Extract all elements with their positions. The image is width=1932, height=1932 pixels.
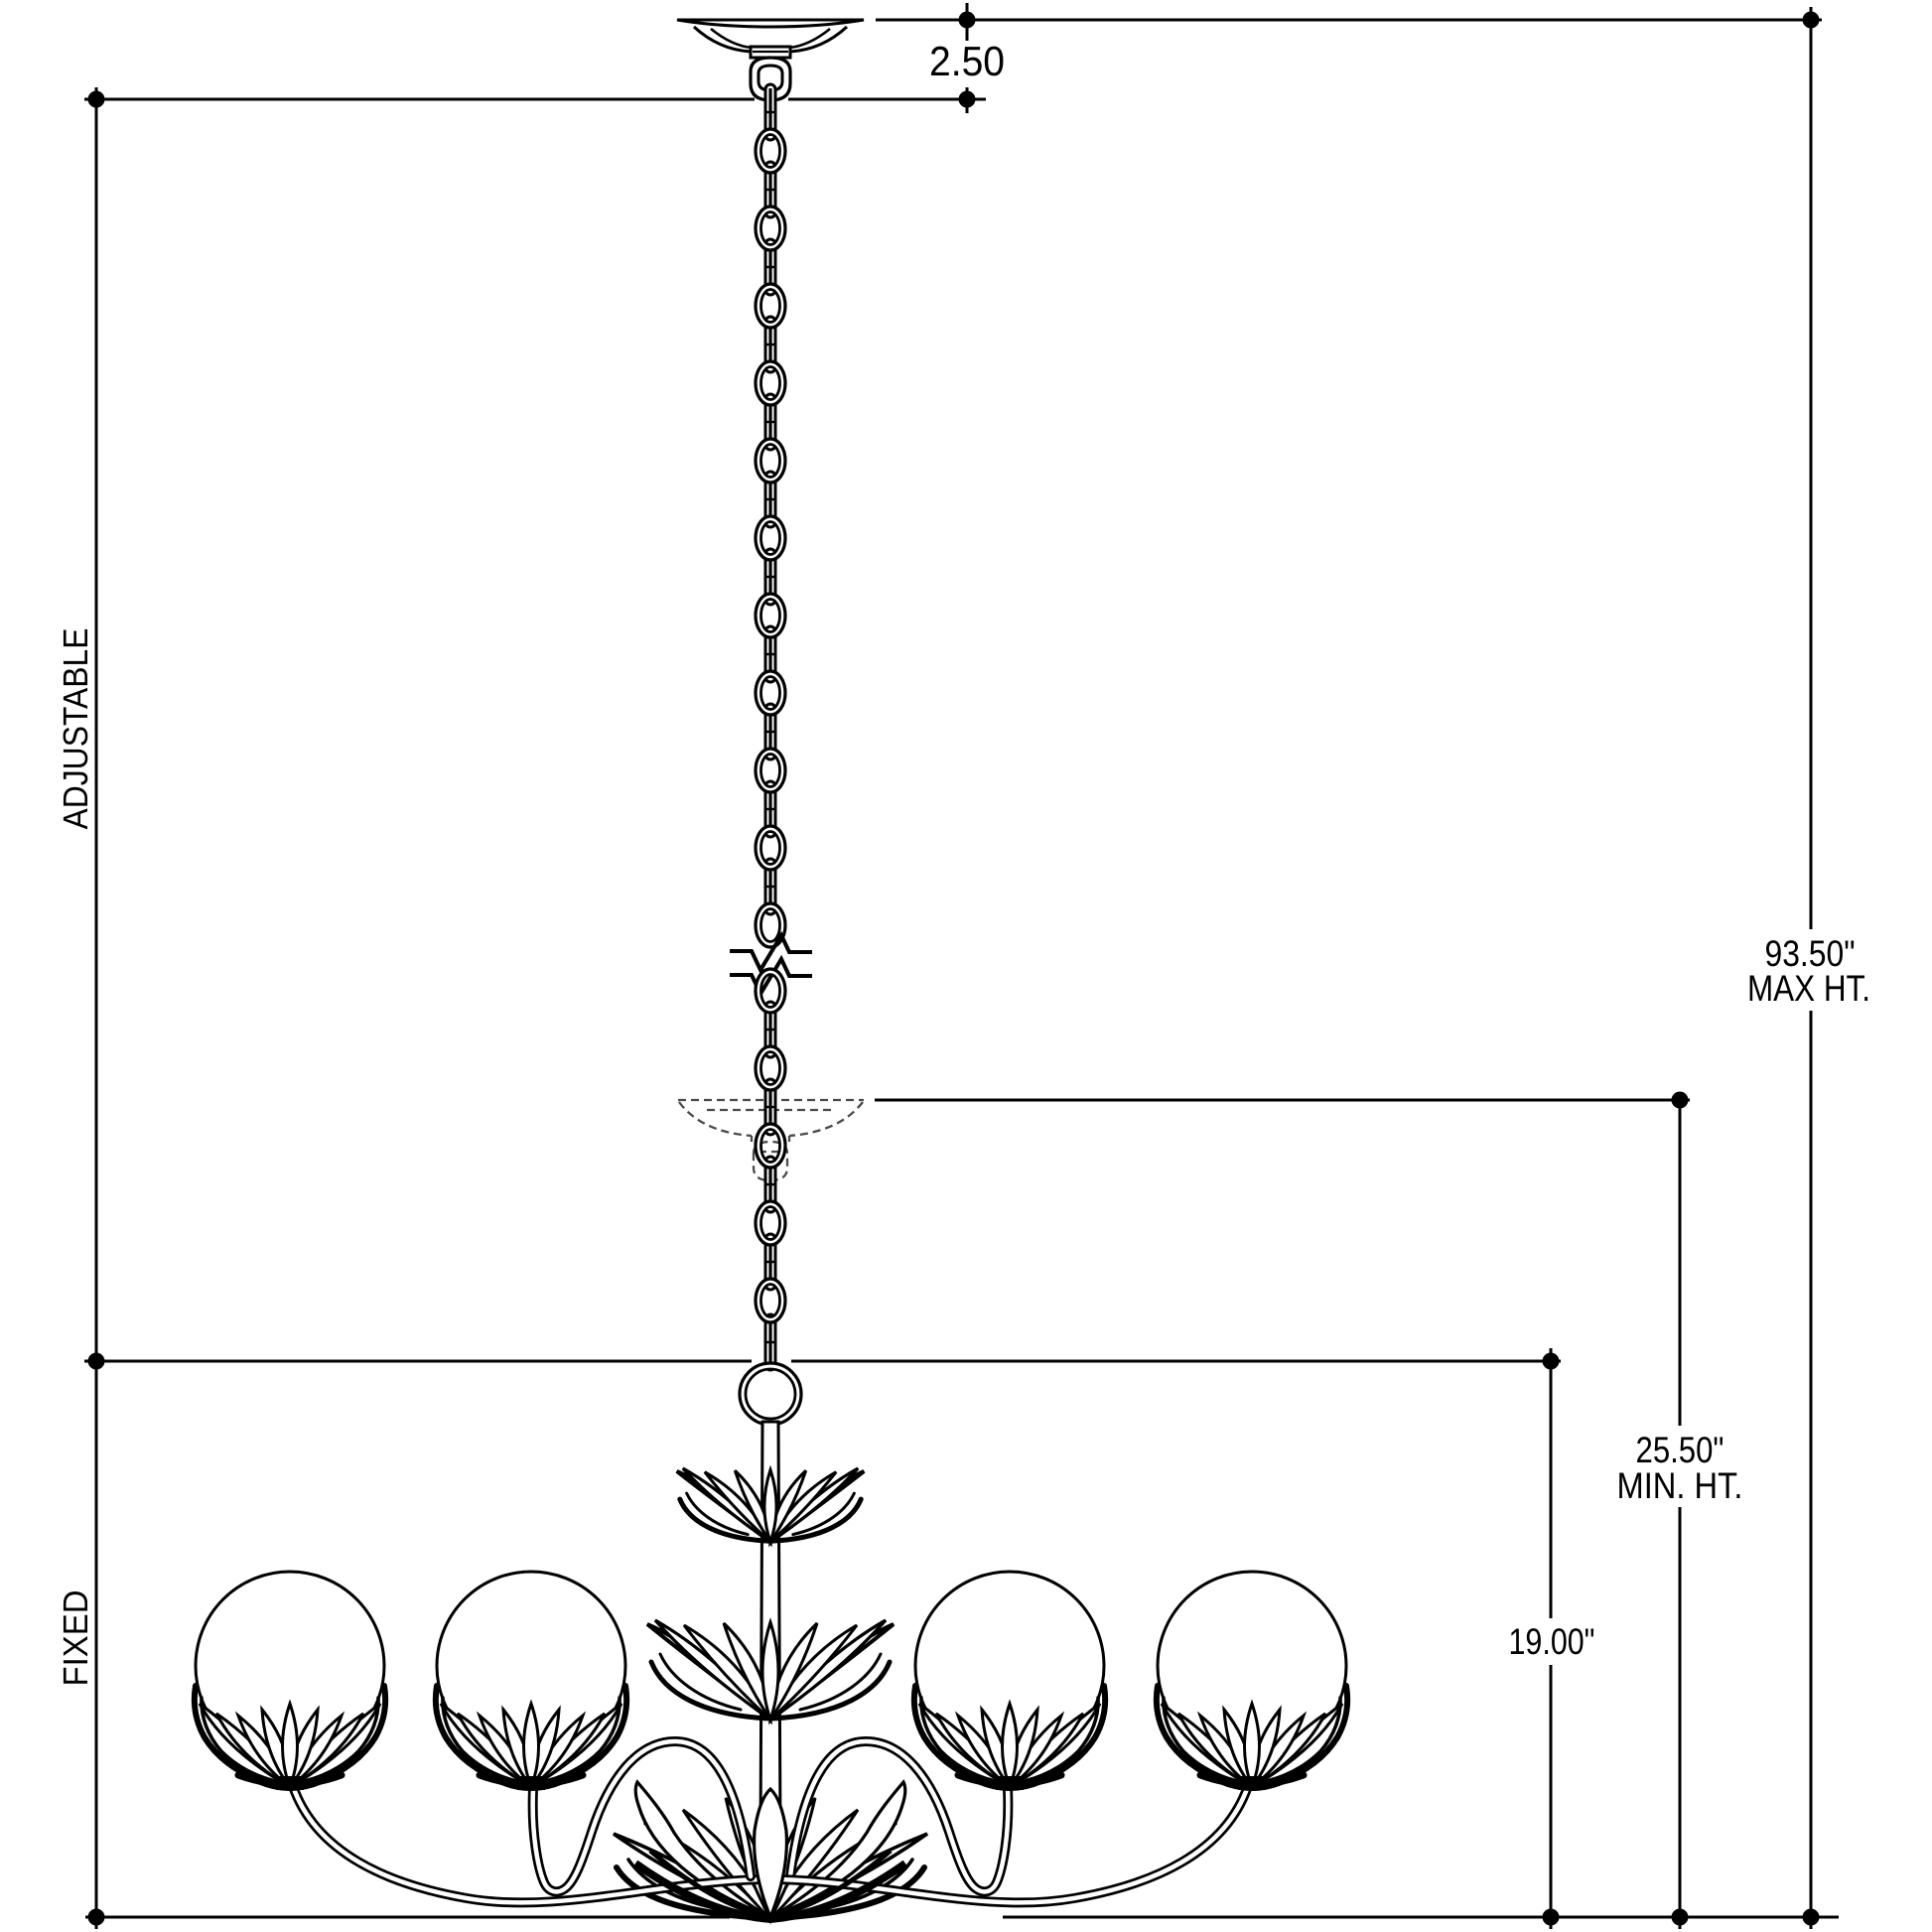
dimension-dot: [1542, 1352, 1560, 1370]
dimension-dot: [1802, 1908, 1820, 1926]
dimension-dot: [958, 11, 976, 29]
cup-flower: [914, 1686, 1105, 1788]
bottom-flower-front: [632, 1786, 908, 1924]
chain-lower: [754, 967, 787, 1372]
dimension-dot: [1542, 1908, 1560, 1926]
chain-link-oval: [754, 901, 787, 949]
chain-link-oval: [754, 669, 787, 717]
chain-link-oval: [754, 437, 787, 484]
fixed-label: FIXED: [57, 1590, 95, 1687]
chain-link-oval: [754, 747, 787, 794]
dimension-dot: [87, 1908, 105, 1926]
chain-link-oval: [754, 1199, 787, 1247]
cup-flower: [195, 1686, 385, 1788]
canopy-bowl-inner-left: [710, 27, 753, 50]
chain-link-oval: [754, 824, 787, 872]
cup-3: [914, 1686, 1105, 1790]
cup-flower: [1157, 1686, 1347, 1788]
ghost-collar: [750, 1136, 791, 1142]
chain-link-oval: [754, 127, 787, 175]
cup-base: [517, 1776, 545, 1790]
chandelier: [195, 1361, 1347, 1924]
dimension-dots: [87, 11, 1820, 1926]
cup-base: [276, 1776, 304, 1790]
dimension-dot: [1671, 1091, 1689, 1109]
cup-flower: [436, 1686, 626, 1788]
hanging-ring-outer: [738, 1361, 803, 1427]
cup-2: [436, 1686, 626, 1790]
dimension-dot: [958, 90, 976, 108]
min-height-value: 25.50": [1636, 1430, 1725, 1470]
dimension-dot: [1671, 1908, 1689, 1926]
max-height-label: MAX HT.: [1747, 968, 1870, 1009]
chain-link-oval: [754, 282, 787, 330]
min-height-label: MIN. HT.: [1617, 1465, 1743, 1506]
top-flower: [674, 1466, 867, 1544]
dimension-dot: [87, 90, 105, 108]
cup-1: [195, 1686, 385, 1790]
bottom-flower-leaf-right: [775, 1779, 907, 1916]
break-line-bottom: [730, 954, 812, 999]
max-height-value: 93.50": [1765, 933, 1856, 974]
bottom-flower: [614, 1779, 927, 1919]
chain-link-oval: [754, 1044, 787, 1092]
chain-link-oval: [754, 514, 787, 562]
arm-outer-left-core: [290, 1783, 763, 1905]
chain-link-oval: [754, 205, 787, 252]
ghost-loop: [752, 1140, 789, 1182]
adjustable-label: ADJUSTABLE: [57, 628, 95, 830]
chain-link-oval: [754, 1122, 787, 1170]
canopy: [676, 18, 865, 102]
chain-link-oval: [754, 592, 787, 639]
arm-inner-left-core: [530, 1738, 754, 1894]
canopy-height-value: 2.50: [929, 38, 1005, 84]
ghost-bowl-right: [788, 1101, 864, 1138]
canopy-bowl-outer-left: [692, 25, 752, 54]
chain-link-oval: [754, 359, 787, 407]
hanging-ring-inner: [744, 1367, 797, 1421]
canopy-loop-hole: [757, 64, 784, 92]
bottom-flower-leaf-left: [633, 1779, 765, 1916]
cup-base: [1238, 1776, 1266, 1790]
arm-outer-right-core: [777, 1783, 1251, 1905]
chain-link-oval: [754, 1277, 787, 1324]
ghost-bowl-left: [678, 1101, 753, 1138]
break-line-top: [730, 930, 812, 975]
dimension-dot: [1802, 11, 1820, 29]
dimension-dot: [87, 1352, 105, 1370]
arm-inner-right-core: [787, 1738, 1011, 1894]
canopy-bowl-inner-right: [788, 27, 831, 50]
chain-upper: [754, 82, 787, 949]
chain-link-oval: [754, 967, 787, 1015]
canopy-plate: [676, 18, 865, 29]
dimension-lines: [84, 3, 1839, 1929]
cup-base: [996, 1776, 1024, 1790]
fixture-height-value: 19.00": [1509, 1621, 1595, 1662]
cup-4: [1157, 1686, 1347, 1790]
canopy-bowl-outer-right: [789, 25, 849, 54]
bottom-flower-center-petal: [753, 1786, 788, 1922]
middle-flower: [647, 1620, 894, 1720]
bottom-flower-bowl-inner: [648, 1849, 893, 1918]
chain-break-symbol: [730, 930, 812, 999]
